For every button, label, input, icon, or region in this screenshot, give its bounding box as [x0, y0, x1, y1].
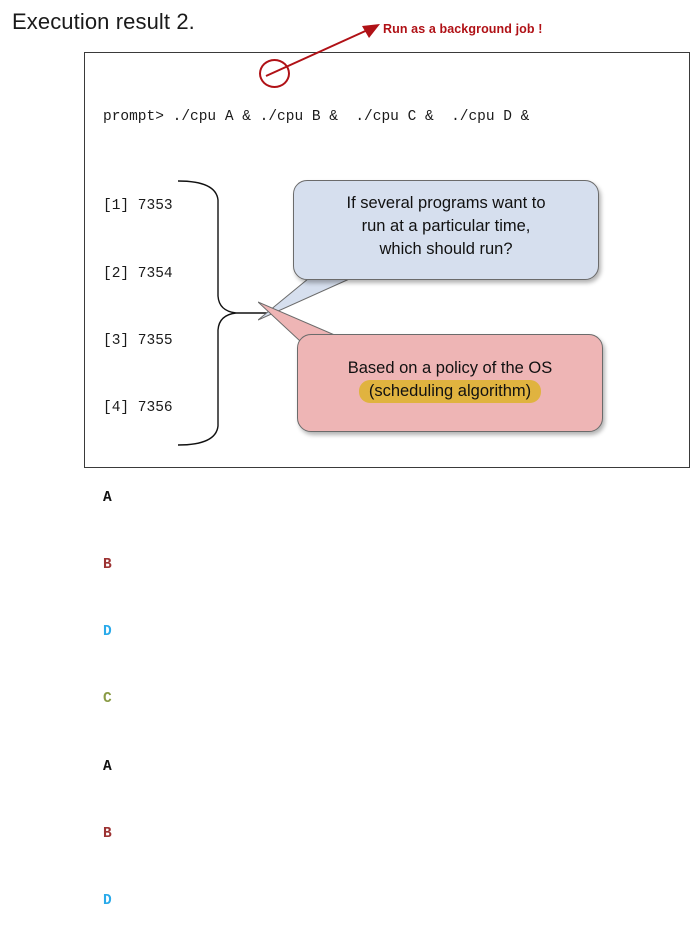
job-line: [2] 7354 — [103, 265, 173, 282]
bubble-question-line-3: which should run? — [379, 240, 513, 258]
speech-bubble-question: If several programs want to run at a par… — [293, 180, 599, 280]
output-letter: A — [103, 489, 112, 506]
output-letter: C — [103, 691, 112, 708]
output-letter: D — [103, 624, 112, 641]
console-command-prefix: prompt> ./cpu A — [103, 108, 243, 125]
output-letter: D — [103, 893, 112, 910]
bubble-answer-line-1: Based on a policy of the OS — [347, 359, 553, 377]
annotation-label: Run as a background job ! — [383, 22, 543, 36]
bubble-answer-highlight-row: (scheduling algorithm) — [298, 380, 602, 403]
console-command-ampersand: & — [242, 108, 251, 125]
bubble-question-line-1: If several programs want to — [346, 194, 546, 212]
page-title: Execution result 2. — [12, 9, 195, 34]
output-letter: B — [103, 825, 112, 842]
console-command-suffix: ./cpu B & ./cpu C & ./cpu D & — [250, 108, 530, 125]
bubble-answer-highlight: (scheduling algorithm) — [358, 380, 542, 403]
output-letter: B — [103, 556, 112, 573]
bubble-question-line-2: run at a particular time, — [361, 217, 531, 235]
output-letter: A — [103, 758, 112, 775]
job-line: [3] 7355 — [103, 332, 173, 349]
speech-bubble-answer: Based on a policy of the OS (scheduling … — [297, 334, 603, 432]
ellipse-highlight-icon — [259, 59, 290, 88]
console-command-line: prompt> ./cpu A & ./cpu B & ./cpu C & ./… — [103, 106, 529, 128]
job-line: [4] 7356 — [103, 400, 173, 417]
job-line: [1] 7353 — [103, 198, 173, 215]
